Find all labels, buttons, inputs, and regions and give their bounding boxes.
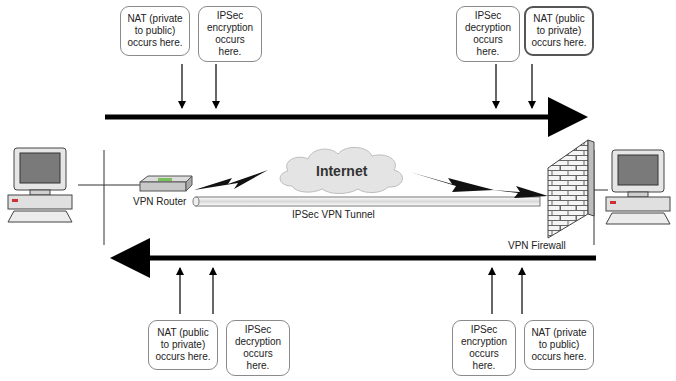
computer-icon [606,150,670,224]
callout-text: IPSec decryption occurs here. [461,10,515,58]
router-icon [140,176,192,191]
flow-arrow [105,115,578,120]
callout-text: IPSec encryption occurs here. [203,10,257,58]
callout-box: NAT (private to public) occurs here. [524,320,594,370]
lan-line [594,190,608,191]
callout-box: IPSec decryption occurs here. [456,6,520,62]
callout-box: IPSec encryption occurs here. [198,6,262,62]
flow-arrow [120,256,596,261]
lan-line [78,185,140,186]
cloud-label: Internet [316,163,367,179]
computer-icon [8,148,72,222]
lan-line [104,150,105,245]
callout-text: NAT (public to private) occurs here. [530,13,588,49]
callout-text: IPSec encryption occurs here. [457,324,511,372]
internet-cloud: Internet [272,142,412,196]
callout-box: NAT (private to public) occurs here. [120,6,190,56]
callout-box: NAT (public to private) occurs here. [148,320,218,370]
device-label: IPSec VPN Tunnel [292,209,375,220]
callout-box: IPSec decryption occurs here. [226,320,290,376]
callout-text: NAT (public to private) occurs here. [153,327,213,363]
callout-box: IPSec encryption occurs here. [452,320,516,376]
device-label: VPN Router [133,196,186,207]
callout-box: NAT (public to private) occurs here. [524,6,594,56]
callout-text: NAT (private to public) occurs here. [529,327,589,363]
device-label: VPN Firewall [508,240,566,251]
vpn-tunnel [193,197,540,206]
firewall-icon [548,140,594,238]
callout-text: IPSec decryption occurs here. [231,324,285,372]
callout-text: NAT (private to public) occurs here. [125,13,185,49]
leader-arrows [180,64,532,314]
